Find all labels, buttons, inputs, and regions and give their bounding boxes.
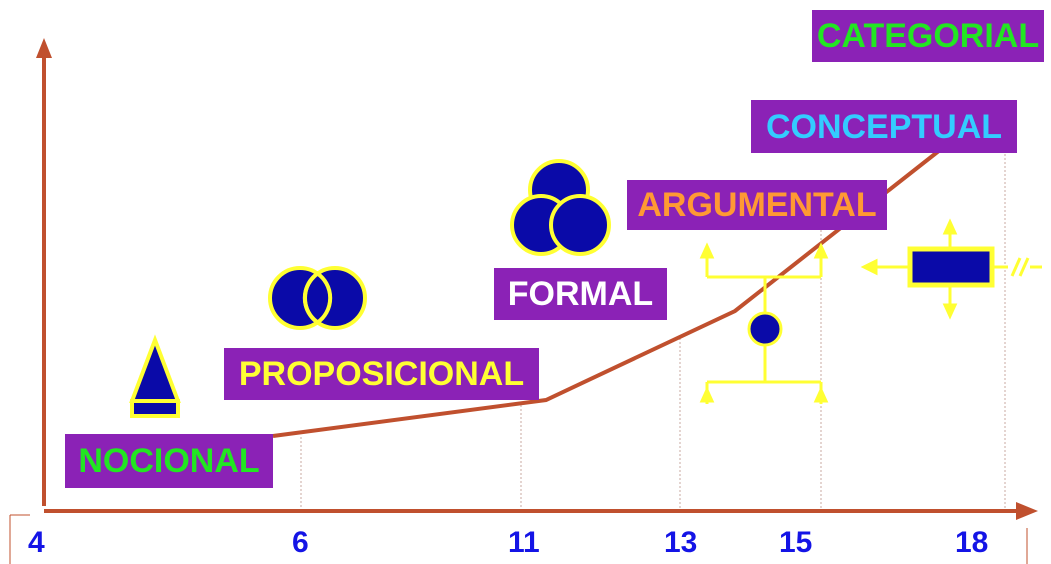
stage-conceptual-label: CONCEPTUAL [765,107,1003,146]
argument-tree-icon [699,242,829,404]
three-circles-icon [510,159,611,256]
age-tick-4: 4 [28,526,45,559]
stage-argumental-label: ARGUMENTAL [637,186,877,224]
axes [36,38,1038,520]
stage-argumental: ARGUMENTAL [627,180,887,230]
age-tick-11: 11 [508,526,540,559]
age-tick-18: 18 [955,526,989,559]
age-tick-6: 6 [292,526,309,559]
x-axis-arrow [1016,502,1038,520]
stage-formal: FORMAL [494,268,667,320]
development-curve [272,148,942,438]
stage-proposicional: PROPOSICIONAL [224,348,539,400]
two-circles-icon [268,266,367,330]
stage-nocional-label: NOCIONAL [78,442,260,480]
axis-bracket [9,514,1028,564]
age-tick-15: 15 [779,526,813,559]
triangle-icon [129,334,181,418]
stage-categorial: CATEGORIAL [812,10,1044,62]
stage-nocional: NOCIONAL [65,434,273,488]
stage-formal-label: FORMAL [507,275,654,313]
age-tick-13: 13 [664,526,698,559]
stage-conceptual: CONCEPTUAL [751,100,1017,153]
y-axis-arrow [36,38,52,58]
concept-box-icon [860,218,1042,320]
stage-proposicional-label: PROPOSICIONAL [238,355,525,393]
age-guides [300,150,1006,508]
stage-categorial-label: CATEGORIAL [816,17,1040,55]
